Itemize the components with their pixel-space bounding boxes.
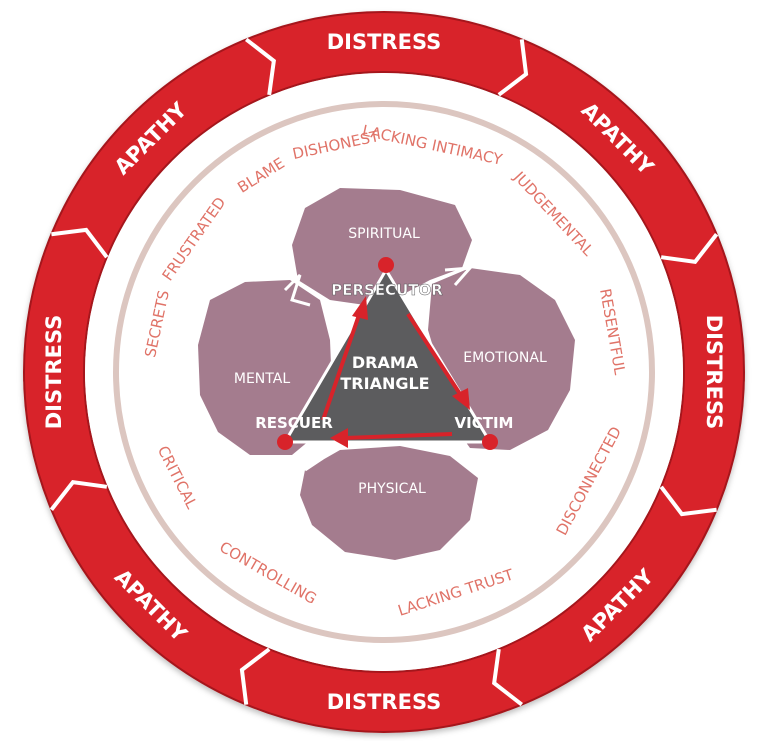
arrowhead xyxy=(352,296,368,320)
persecutor-node xyxy=(378,257,394,273)
ring-label-distress: DISTRESS xyxy=(327,690,442,714)
mental-label: MENTAL xyxy=(234,371,290,387)
ring-divider xyxy=(51,227,109,259)
triangle-shape xyxy=(282,267,493,444)
triangle-title-line1: DRAMA xyxy=(352,353,419,372)
ring-divider xyxy=(49,480,108,511)
physical-rock xyxy=(300,446,478,560)
ring-divider xyxy=(497,39,529,97)
inner-ring xyxy=(113,101,655,643)
arrow-persecutor-to-victim xyxy=(406,312,462,396)
ring-divider xyxy=(245,37,276,96)
arrow-victim-to-rescuer xyxy=(344,432,453,440)
ring-divider xyxy=(492,648,523,707)
arrow-rescuer-to-persecutor xyxy=(321,311,362,421)
triangle-arrows xyxy=(321,296,470,448)
arrowhead xyxy=(330,428,348,448)
crack-mark xyxy=(299,453,324,472)
domain-labels: SPIRITUAL EMOTIONAL PHYSICAL MENTAL xyxy=(234,226,547,497)
crack-mark xyxy=(283,273,311,307)
ring-divider xyxy=(659,485,717,517)
ring-label-distress: DISTRESS xyxy=(42,315,66,430)
ring-label-distress: DISTRESS xyxy=(702,315,726,430)
victim-label: VICTIM xyxy=(455,414,514,432)
spiritual-label: SPIRITUAL xyxy=(348,226,420,242)
spiritual-rock xyxy=(292,188,472,305)
victim-node xyxy=(482,434,498,450)
rescuer-node xyxy=(277,434,293,450)
crack-mark xyxy=(444,266,474,286)
physical-label: PHYSICAL xyxy=(358,481,426,497)
persecutor-label: PERSECUTOR xyxy=(331,281,443,299)
drama-triangle: DRAMA TRIANGLE PERSECUTOR VICTIM RESCUER xyxy=(255,257,513,450)
triangle-title-line2: TRIANGLE xyxy=(340,374,429,393)
domain-rocks xyxy=(198,188,575,560)
rescuer-label: RESCUER xyxy=(255,414,333,432)
outer-ring: DISTRESSAPATHYDISTRESSAPATHYDISTRESSAPAT… xyxy=(23,11,745,733)
emotional-label: EMOTIONAL xyxy=(463,350,547,366)
ring-divider xyxy=(239,647,271,705)
ring-label-distress: DISTRESS xyxy=(327,30,442,54)
ring-segment-dividers xyxy=(49,37,719,707)
ring-divider xyxy=(660,233,719,264)
arrowhead xyxy=(452,388,470,410)
mental-rock xyxy=(198,280,332,455)
